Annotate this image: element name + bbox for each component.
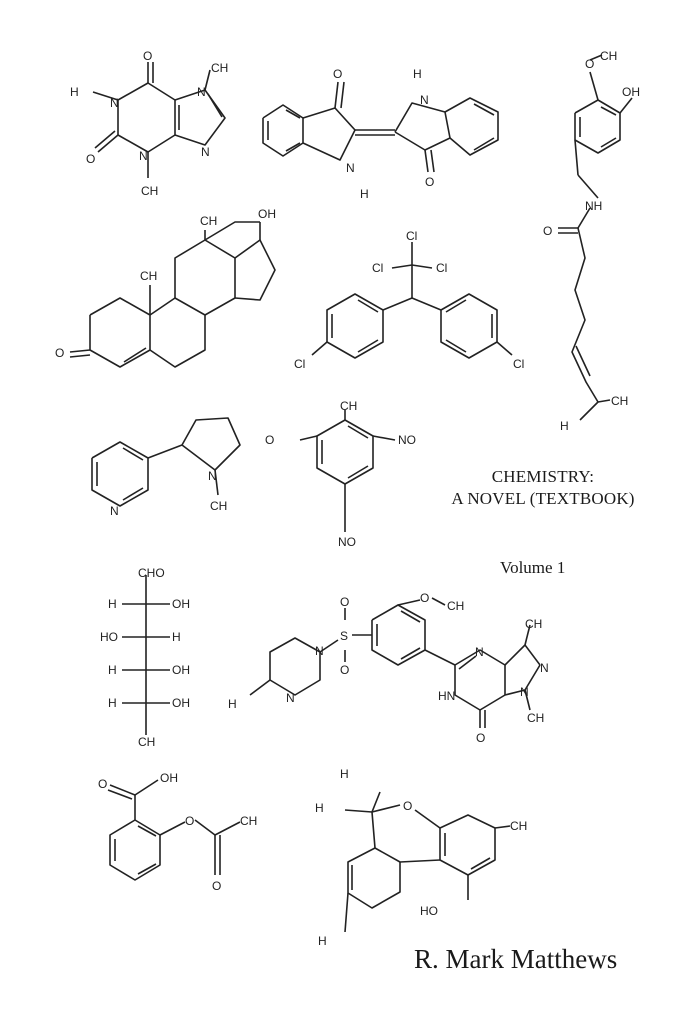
svg-text:Cl: Cl <box>294 357 305 371</box>
thc-chain: CH <box>510 819 527 833</box>
svg-text:O: O <box>265 433 274 447</box>
sildenafil-propyl: CH <box>525 617 542 631</box>
capsaicin-h3c-end: H <box>560 419 569 433</box>
svg-text:O: O <box>333 67 342 81</box>
caffeine-ch3-bottom: CH <box>141 184 158 198</box>
caffeine-h3c-left: H <box>70 85 79 99</box>
caffeine-ch3-top: CH <box>211 61 228 75</box>
svg-text:S: S <box>340 629 348 643</box>
testosterone-structure: OH CH CH O <box>55 207 276 368</box>
svg-text:OH: OH <box>622 85 640 99</box>
svg-text:O: O <box>403 799 412 813</box>
testosterone-ch3-top: CH <box>200 214 217 228</box>
indigo-structure: O H N N H O <box>262 67 499 201</box>
svg-text:N: N <box>197 85 206 99</box>
sildenafil-structure: O CH S O O N N H N CH N N HN CH O <box>228 591 549 745</box>
svg-text:Cl: Cl <box>513 357 524 371</box>
glucose-ch2oh: CH <box>138 735 155 749</box>
thc-h3c-bottom: H <box>318 934 327 948</box>
svg-text:NH: NH <box>585 199 602 213</box>
svg-text:HO: HO <box>420 904 438 918</box>
svg-text:O: O <box>212 879 221 893</box>
capsaicin-ch3-methoxy: CH <box>600 49 617 63</box>
tnt-no2-bottom: NO <box>338 535 356 549</box>
capsaicin-structure: O CH OH NH O CH H <box>543 49 640 433</box>
ddt-structure: Cl Cl Cl Cl Cl <box>294 229 524 371</box>
svg-text:O: O <box>185 814 194 828</box>
title-line-2: A NOVEL (TEXTBOOK) <box>451 489 635 508</box>
svg-text:H: H <box>413 67 422 81</box>
sildenafil-ethyl: CH <box>447 599 464 613</box>
svg-text:H: H <box>172 630 181 644</box>
svg-text:OH: OH <box>258 207 276 221</box>
book-title: CHEMISTRY: A NOVEL (TEXTBOOK) <box>430 466 656 510</box>
tnt-no2-right: NO <box>398 433 416 447</box>
caffeine-structure: O CH H N N N N O CH <box>70 49 228 198</box>
aspirin-structure: OH O O CH O <box>98 771 257 893</box>
svg-text:OH: OH <box>160 771 178 785</box>
svg-text:OH: OH <box>172 696 190 710</box>
author-name: R. Mark Matthews <box>414 944 618 974</box>
svg-text:O: O <box>143 49 152 63</box>
svg-text:N: N <box>346 161 355 175</box>
svg-text:O: O <box>476 731 485 745</box>
sildenafil-nch3: CH <box>527 711 544 725</box>
svg-text:O: O <box>86 152 95 166</box>
tnt-ch3: CH <box>340 399 357 413</box>
svg-text:N: N <box>420 93 429 107</box>
glucose-structure: CHO H OH HO H H OH H OH CH <box>100 566 190 749</box>
svg-text:OH: OH <box>172 663 190 677</box>
svg-text:N: N <box>520 685 529 699</box>
svg-text:N: N <box>110 504 119 518</box>
glucose-cho: CHO <box>138 566 165 580</box>
svg-text:O: O <box>55 346 64 360</box>
testosterone-ch3-mid: CH <box>140 269 157 283</box>
svg-text:N: N <box>139 149 148 163</box>
svg-text:H: H <box>360 187 369 201</box>
svg-text:O: O <box>425 175 434 189</box>
svg-text:N: N <box>475 645 484 659</box>
thc-h3c-top: H <box>340 767 349 781</box>
aspirin-ch3: CH <box>240 814 257 828</box>
svg-text:N: N <box>201 145 210 159</box>
tnt-structure: CH O NO NO <box>265 399 416 549</box>
volume-label: Volume 1 <box>500 558 566 577</box>
svg-text:HO: HO <box>100 630 118 644</box>
svg-text:N: N <box>540 661 549 675</box>
svg-text:H: H <box>108 597 117 611</box>
svg-text:H: H <box>108 696 117 710</box>
svg-text:Cl: Cl <box>436 261 447 275</box>
svg-text:O: O <box>420 591 429 605</box>
svg-text:O: O <box>340 663 349 677</box>
svg-text:N: N <box>286 691 295 705</box>
svg-text:O: O <box>543 224 552 238</box>
sildenafil-h3c: H <box>228 697 237 711</box>
svg-text:HN: HN <box>438 689 455 703</box>
thc-h3c-mid: H <box>315 801 324 815</box>
svg-text:Cl: Cl <box>372 261 383 275</box>
svg-text:O: O <box>340 595 349 609</box>
capsaicin-ch3-end: CH <box>611 394 628 408</box>
svg-text:O: O <box>585 57 594 71</box>
title-line-1: CHEMISTRY: <box>491 467 595 486</box>
svg-text:Cl: Cl <box>406 229 417 243</box>
svg-text:N: N <box>315 644 324 658</box>
svg-text:O: O <box>98 777 107 791</box>
nicotine-structure: N N CH <box>91 417 241 518</box>
svg-text:N: N <box>208 469 217 483</box>
svg-text:OH: OH <box>172 597 190 611</box>
nicotine-ch3: CH <box>210 499 227 513</box>
thc-structure: O H H CH HO H <box>315 767 527 948</box>
svg-text:H: H <box>108 663 117 677</box>
svg-text:N: N <box>110 96 119 110</box>
